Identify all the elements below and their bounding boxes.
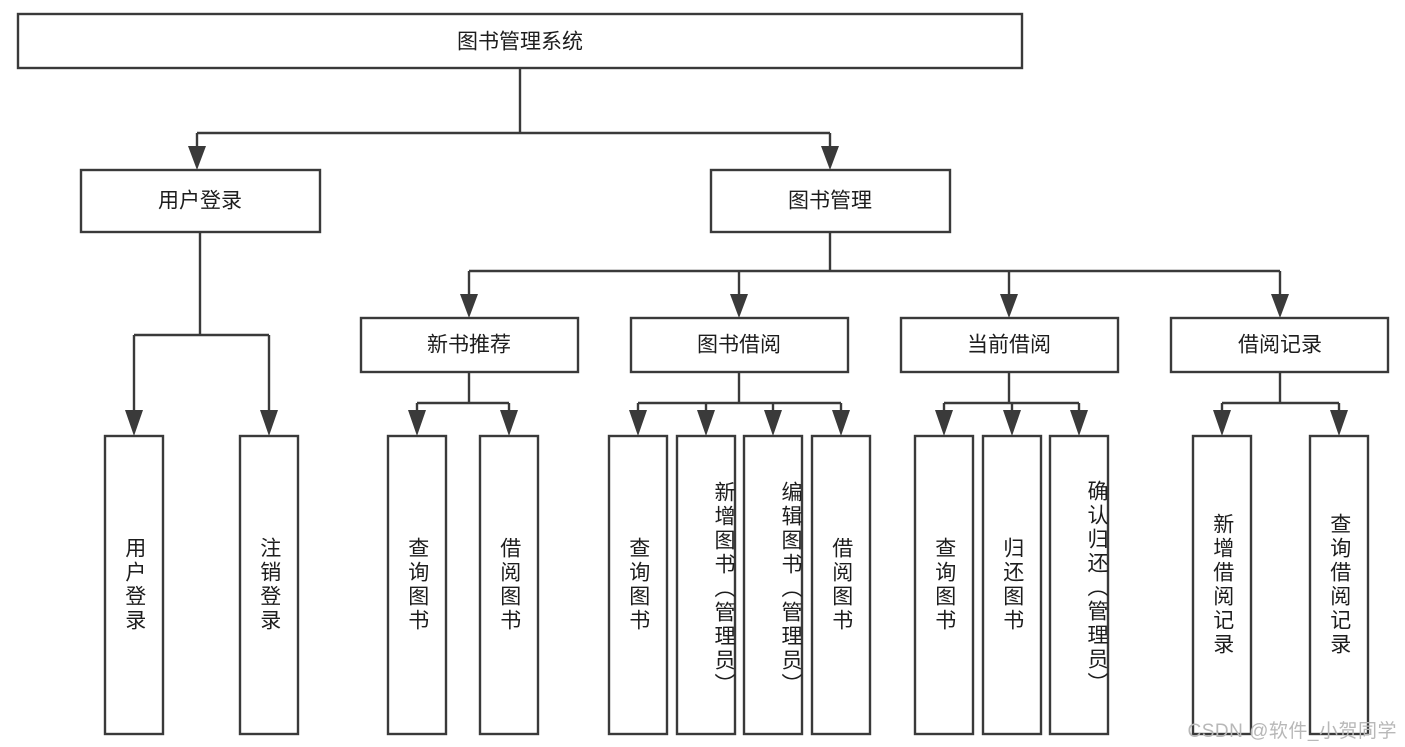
node-leaf-logout[interactable]	[238, 434, 300, 736]
node-user-login[interactable]	[79, 168, 322, 234]
arrow-head-new-book	[460, 294, 478, 318]
node-leaf-user-login[interactable]	[103, 434, 165, 736]
node-leaf-query-book-3[interactable]	[913, 434, 975, 736]
node-leaf-add-book[interactable]	[675, 434, 737, 736]
arrow-head-leaf-confirm-return	[1070, 410, 1088, 436]
node-leaf-confirm-return[interactable]	[1048, 434, 1110, 736]
node-new-book-recommend-label: 新书推荐	[427, 334, 511, 357]
arrow-head-leaf-query-book-1	[408, 410, 426, 436]
arrow-head-leaf-logout	[260, 410, 278, 436]
node-leaf-return-book[interactable]	[981, 434, 1043, 736]
arrow-head-user-login	[188, 146, 206, 170]
arrow-head-leaf-query-record	[1330, 410, 1348, 436]
node-leaf-edit-book[interactable]	[742, 434, 804, 736]
node-current-borrow[interactable]	[899, 316, 1120, 374]
arrow-head-leaf-add-book	[697, 410, 715, 436]
node-borrow-record[interactable]	[1169, 316, 1390, 374]
node-leaf-borrow-book-2[interactable]	[810, 434, 872, 736]
node-leaf-add-borrow-record[interactable]	[1191, 434, 1253, 736]
arrow-head-current-borrow	[1000, 294, 1018, 318]
arrow-head-leaf-add-record	[1213, 410, 1231, 436]
connectors-group	[125, 68, 1348, 436]
node-borrow-record-label: 借阅记录	[1238, 334, 1322, 357]
node-new-book-recommend[interactable]	[359, 316, 580, 374]
arrow-head-leaf-user-login	[125, 410, 143, 436]
nodes-group: 图书管理系统 用户登录 图书管理 新书推荐 图书借阅 当前借阅 借阅记录	[16, 12, 1390, 736]
node-current-borrow-label: 当前借阅	[967, 334, 1051, 357]
node-book-management[interactable]	[709, 168, 952, 234]
node-root-label: 图书管理系统	[457, 31, 583, 54]
arrow-head-leaf-return-book	[1003, 410, 1021, 436]
node-leaf-query-book-1[interactable]	[386, 434, 448, 736]
arrow-head-leaf-query-book-3	[935, 410, 953, 436]
node-user-login-label: 用户登录	[158, 190, 242, 213]
arrow-head-borrow-record	[1271, 294, 1289, 318]
arrow-head-leaf-borrow-book-2	[832, 410, 850, 436]
arrow-head-leaf-edit-book	[764, 410, 782, 436]
arrow-head-book-borrow	[730, 294, 748, 318]
arrow-head-book-manage	[821, 146, 839, 170]
node-book-management-label: 图书管理	[788, 190, 872, 213]
node-root-book-management-system[interactable]	[16, 12, 1024, 70]
csdn-watermark: CSDN @软件_小贺同学	[1187, 721, 1397, 742]
node-leaf-query-borrow-record[interactable]	[1308, 434, 1370, 736]
arrow-head-leaf-query-book-2	[629, 410, 647, 436]
node-leaf-borrow-book-1[interactable]	[478, 434, 540, 736]
node-book-borrow[interactable]	[629, 316, 850, 374]
node-leaf-query-book-2[interactable]	[607, 434, 669, 736]
arrow-head-leaf-borrow-book-1	[500, 410, 518, 436]
node-book-borrow-label: 图书借阅	[697, 334, 781, 357]
